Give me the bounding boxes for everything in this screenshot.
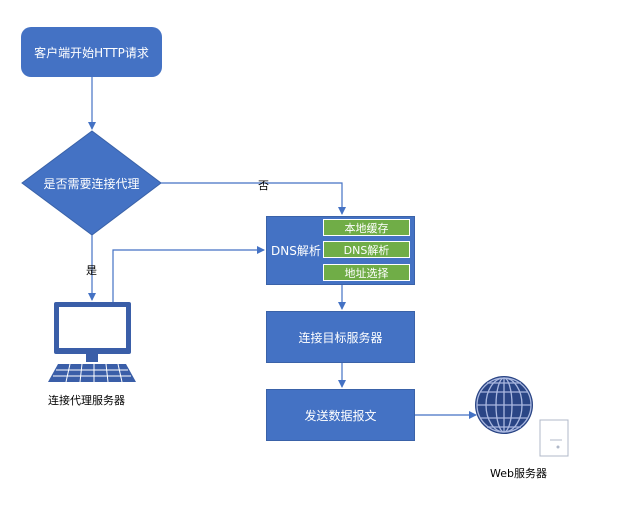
- dns-step-address-select: 地址选择: [323, 264, 410, 281]
- dns-step-local-cache: 本地缓存: [323, 219, 410, 236]
- connect-target-node: 连接目标服务器: [266, 311, 415, 363]
- dns-node: DNS解析 本地缓存 DNS解析 地址选择: [266, 216, 415, 285]
- dns-step-dns-resolve: DNS解析: [323, 241, 410, 258]
- web-server-label: Web服务器: [490, 467, 547, 480]
- dns-step-label: DNS解析: [343, 243, 390, 257]
- edge-proxy-to-dns: [112, 246, 265, 302]
- dns-step-label: 地址选择: [344, 266, 389, 280]
- decision-label: 是否需要连接代理: [43, 176, 140, 191]
- edge-decision-to-dns: [161, 182, 346, 215]
- start-node: 客户端开始HTTP请求: [21, 27, 162, 77]
- edge-yes-label: 是: [86, 264, 97, 277]
- globe-server-icon: [475, 376, 569, 457]
- send-data-label: 发送数据报文: [304, 408, 377, 423]
- decision-node: 是否需要连接代理: [22, 174, 161, 192]
- start-label: 客户端开始HTTP请求: [34, 45, 149, 60]
- edge-no-label: 否: [258, 179, 269, 192]
- computer-monitor-icon: [48, 302, 136, 383]
- proxy-server-label: 连接代理服务器: [48, 394, 125, 407]
- send-data-node: 发送数据报文: [266, 389, 415, 441]
- connect-target-label: 连接目标服务器: [298, 330, 383, 345]
- dns-step-label: 本地缓存: [344, 221, 389, 235]
- dns-label: DNS解析: [271, 244, 321, 258]
